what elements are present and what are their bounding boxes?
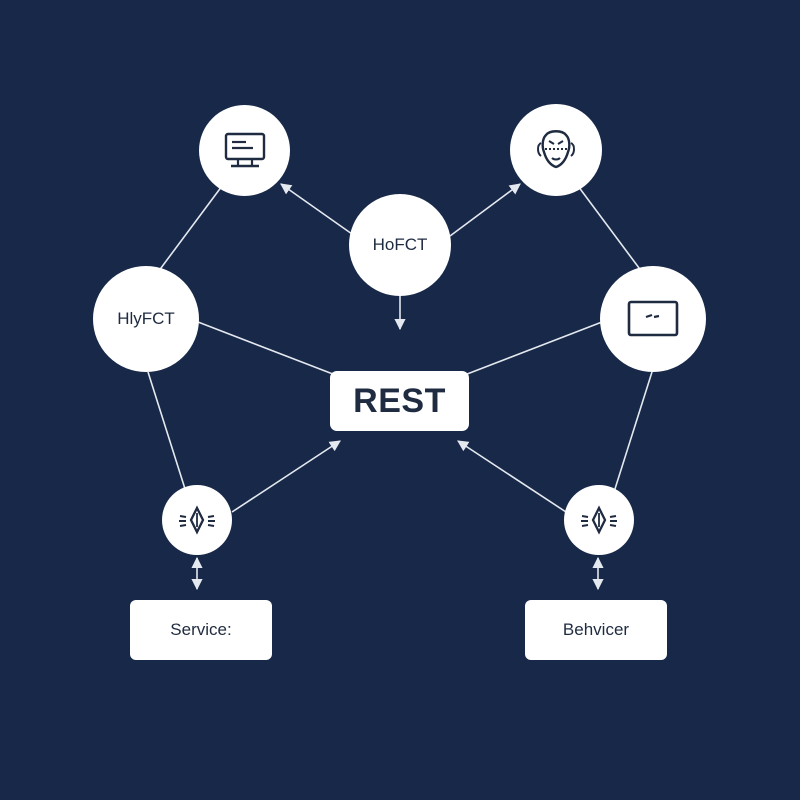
link-right-bottomright	[613, 371, 653, 493]
arrow-center-to-topright	[449, 183, 521, 237]
behvicer-box[interactable]: Behvicer	[525, 600, 667, 660]
rest-hub-label: REST	[353, 381, 446, 420]
arrow-bottomright-to-hub	[457, 440, 567, 513]
behvicer-box-label: Behvicer	[562, 620, 630, 639]
node-bottom-right[interactable]	[564, 485, 634, 555]
arrow-center-to-topleft	[280, 183, 353, 235]
link-topleft-left	[157, 185, 223, 273]
service-box-label: Service:	[170, 620, 232, 639]
node-top-center[interactable]: HoFCT	[349, 194, 451, 296]
node-bottom-left[interactable]	[162, 485, 232, 555]
node-right[interactable]	[600, 266, 706, 372]
node-left[interactable]: HlyFCT	[93, 266, 199, 372]
diamond-burst-icon	[179, 505, 215, 535]
diamond-burst-icon	[581, 505, 617, 535]
link-right-hub	[461, 321, 603, 377]
link-left-hub	[197, 321, 339, 377]
computer-monitor-icon	[224, 132, 265, 167]
service-box[interactable]: Service:	[130, 600, 272, 660]
arrow-bottomleft-to-hub	[231, 440, 341, 513]
node-top-right[interactable]	[510, 104, 602, 196]
screen-icon	[627, 300, 679, 337]
link-left-bottomleft	[147, 371, 187, 493]
link-topright-right	[577, 185, 643, 273]
face-profile-icon	[537, 130, 575, 169]
node-top-center-label: HoFCT	[372, 235, 428, 254]
node-top-left[interactable]	[199, 105, 290, 196]
node-left-label: HlyFCT	[117, 309, 175, 328]
rest-hub[interactable]: REST	[330, 371, 469, 431]
